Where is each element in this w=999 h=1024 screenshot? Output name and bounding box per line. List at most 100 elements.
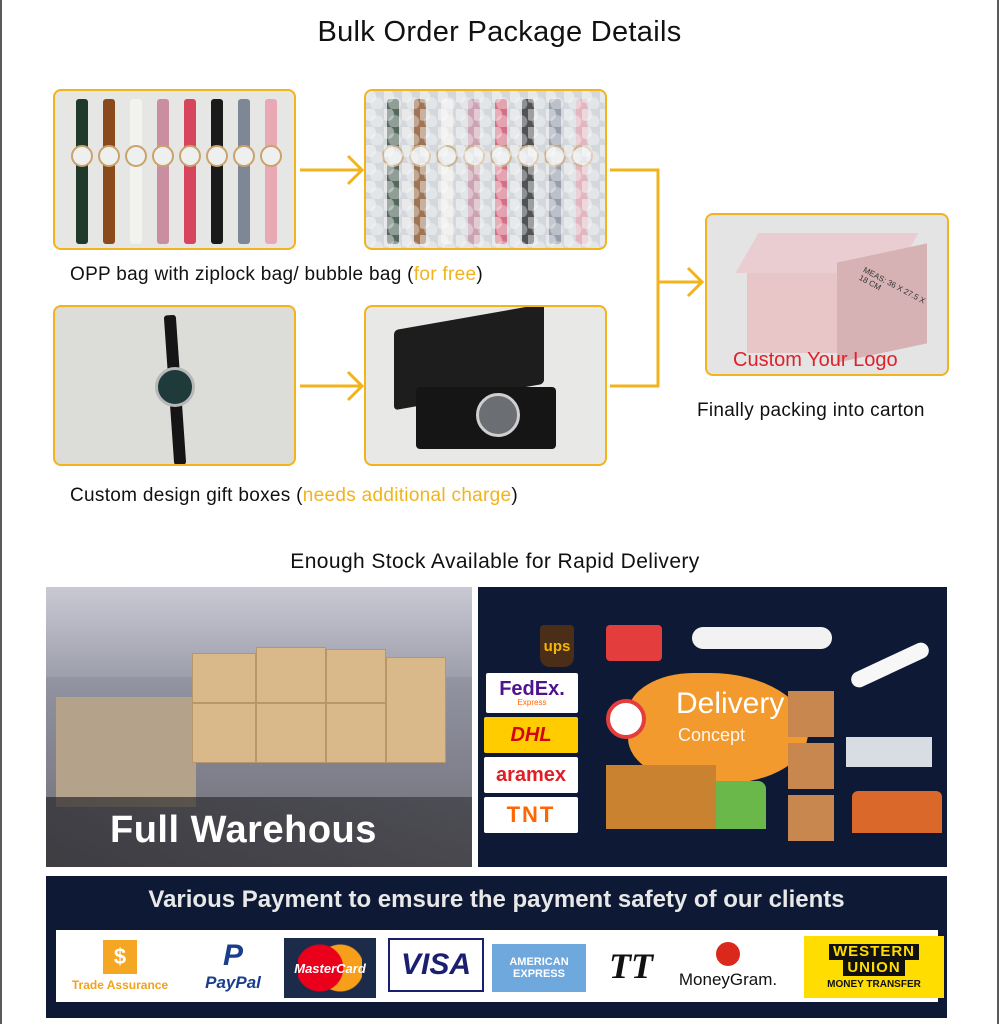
fedex-logo: FedEx. Express (486, 673, 578, 713)
parcel-box-icon (788, 691, 834, 737)
gift-caption-highlight: needs additional charge (302, 485, 512, 506)
carton-photo: MEAS: 36 X 27.5 X 18 CM Custom Your Logo (705, 213, 949, 376)
watch-strap (387, 99, 399, 244)
watch-strap (549, 99, 561, 244)
watch-dial (179, 145, 201, 167)
moneygram-text: MoneyGram. (678, 970, 778, 989)
watch-dial (517, 145, 539, 167)
watch-dial (490, 145, 512, 167)
airplane-icon (692, 627, 832, 649)
pallet-stack-left (56, 697, 196, 807)
arrow-1-head (346, 154, 365, 186)
watch-dial (436, 145, 458, 167)
watch-strap (576, 99, 588, 244)
watch-dial (71, 145, 93, 167)
ship-icon (846, 737, 932, 767)
payment-banner: Various Payment to emsure the payment sa… (148, 886, 845, 913)
watch-strap (130, 99, 142, 244)
dhl-logo: DHL (484, 717, 578, 753)
watch-dial (571, 145, 593, 167)
gift-caption-end: ) (511, 485, 519, 506)
visa-logo: VISA (388, 938, 484, 992)
gift-caption: Custom design gift boxes (needs addition… (70, 485, 518, 507)
watches-photo (53, 89, 296, 250)
watch-strap (414, 99, 426, 244)
carton-box (192, 653, 256, 703)
trade-assurance-icon: $ (103, 940, 137, 974)
watch-dial (98, 145, 120, 167)
carton-box (256, 703, 326, 763)
carton-box (326, 703, 386, 763)
carton-box (386, 657, 446, 763)
watch-dial (206, 145, 228, 167)
delivery-panel: ups FedEx. Express DHL aramex TNT Delive… (478, 587, 947, 867)
delivery-subtitle: Concept (678, 725, 746, 745)
watch-strap (211, 99, 223, 244)
moneygram-icon (716, 942, 740, 966)
mastercard-logo: MasterCard (284, 938, 376, 998)
trade-assurance-logo: $ Trade Assurance (60, 934, 180, 998)
amex-logo: AMERICAN EXPRESS (492, 944, 586, 992)
watch-strap (495, 99, 507, 244)
parcel-box-icon (788, 795, 834, 841)
right-border (997, 0, 999, 1024)
mastercard-text: MasterCard (294, 960, 366, 976)
fedex-express-text: Express (517, 698, 547, 707)
watch-strap (184, 99, 196, 244)
world-map-graphic (628, 673, 808, 783)
warehouse-banner-bg (46, 797, 472, 867)
bubble-wrap-texture (366, 91, 605, 248)
watch-strap (441, 99, 453, 244)
arrow-2-head (346, 370, 365, 402)
gift-box-watch (476, 393, 520, 437)
parcel-box-icon (788, 743, 834, 789)
bubble-bag-photo (364, 89, 607, 250)
fedex-logo-text: FedEx. (499, 678, 565, 700)
flow-arrows (300, 154, 705, 402)
tt-logo: TT (609, 946, 653, 986)
clock-icon (606, 699, 646, 739)
watch-strap (76, 99, 88, 244)
carton-caption: Finally packing into carton (697, 400, 925, 421)
watch-dial (544, 145, 566, 167)
stock-subtitle: Enough Stock Available for Rapid Deliver… (290, 550, 700, 573)
carton-front (747, 273, 837, 353)
wu-text-1: WESTERN (829, 944, 919, 960)
watch-strap (238, 99, 250, 244)
watch-strap (157, 99, 169, 244)
page-title: Bulk Order Package Details (317, 16, 682, 48)
ups-logo: ups (540, 625, 574, 667)
opp-caption-end: ) (476, 264, 483, 285)
watch-strap (265, 99, 277, 244)
watch-dial (125, 145, 147, 167)
amex-text-bottom: EXPRESS (513, 968, 565, 980)
watch-dial (152, 145, 174, 167)
warehouse-banner: Full Warehous (110, 809, 377, 851)
mastercard-circles (298, 944, 362, 992)
airplane-icon-small (848, 639, 932, 691)
arrow-3-head (686, 266, 705, 298)
watch-dial (382, 145, 404, 167)
paypal-icon: P (222, 939, 243, 972)
trade-assurance-text: Trade Assurance (71, 978, 169, 992)
warehouse-photo: Full Warehous (46, 587, 472, 867)
tnt-logo: TNT (484, 797, 578, 833)
delivery-title: Delivery (676, 687, 785, 720)
bagged-watches-row (366, 91, 605, 248)
gift-caption-text: Custom design gift boxes ( (70, 485, 303, 506)
aramex-logo: aramex (484, 757, 578, 793)
opp-caption-text: OPP bag with ziplock bag/ bubble bag ( (70, 264, 414, 285)
bracket-line (610, 168, 660, 388)
moneygram-logo: MoneyGram. (668, 934, 788, 998)
paypal-logo: P PayPal (190, 934, 276, 998)
opp-caption: OPP bag with ziplock bag/ bubble bag (fo… (70, 264, 483, 286)
truck-cab-icon (716, 781, 766, 829)
credit-card-icon (606, 625, 662, 661)
watch-dial (463, 145, 485, 167)
watches-row (55, 91, 294, 248)
train-icon (852, 791, 942, 833)
truck-cargo-icon (606, 765, 716, 829)
left-border (0, 0, 2, 1024)
western-union-logo: WESTERN UNION MONEY TRANSFER (804, 936, 944, 998)
carton-box (192, 703, 256, 763)
